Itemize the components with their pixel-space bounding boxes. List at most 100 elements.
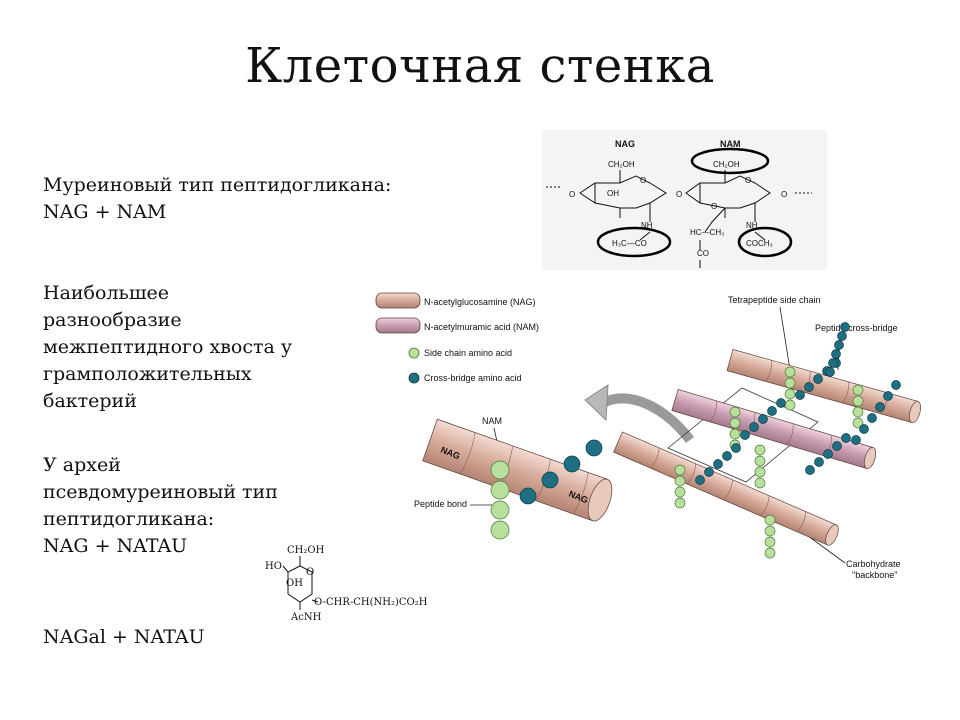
cross-bridge-amino-acid [851, 435, 861, 445]
cross-bridge-amino-acid [713, 459, 723, 469]
text-line: псевдомуреиновый тип [43, 481, 278, 503]
cross-bridge-amino-acid [722, 451, 732, 461]
cross-bridge-amino-acid [834, 340, 844, 350]
side-chain-amino-acid [784, 377, 796, 389]
side-chain-amino-acid [674, 486, 686, 498]
side-chain-amino-acid [729, 428, 741, 440]
text-line: Муреиновый тип пептидогликана: [43, 174, 392, 196]
curved-arrow-head [584, 384, 609, 422]
cross-bridge-amino-acid [758, 414, 768, 424]
tetrapeptide-label: Tetrapeptide side chain [728, 295, 821, 305]
side-chain-amino-acid [852, 395, 864, 407]
side-chain-amino-acid [674, 475, 686, 487]
text-block-murein: Муреиновый тип пептидогликана: NAG + NAM [43, 172, 391, 226]
side-chain-amino-acid [674, 464, 686, 476]
text-line: пептидогликана: [43, 508, 215, 530]
side-chain-amino-acid [764, 536, 776, 548]
backbone-label: "backbone" [852, 570, 897, 580]
text-block-archaea: У архей псевдомуреиновый тип пептидоглик… [43, 452, 278, 560]
side-chain-amino-acid [729, 406, 741, 418]
backbone-label: Carbohydrate [846, 559, 901, 569]
amino-acid-beads [490, 322, 901, 559]
backbone-cylinders [422, 348, 921, 546]
cross-bridge-amino-acid [795, 390, 805, 400]
cross-bridge-legend-dot [408, 372, 420, 384]
text-line: NAG + NAM [43, 201, 167, 223]
side-chain-amino-acid [754, 444, 766, 456]
cross-bridge-amino-acid [767, 406, 777, 416]
cross-bridge-amino-acid [837, 331, 847, 341]
text-block-nagal: NAGal + NATAU [43, 624, 205, 651]
cross-bridge-amino-acid [541, 471, 559, 489]
cross-bridge-amino-acid [883, 391, 893, 401]
side-chain-amino-acid [754, 466, 766, 478]
side-chain-amino-acid [490, 500, 510, 520]
backbone-cylinder [613, 431, 839, 546]
side-chain-amino-acid [784, 399, 796, 411]
nag-legend-swatch [375, 292, 421, 309]
cross-bridge-amino-acid [585, 439, 603, 457]
cross-bridge-amino-acid [867, 413, 877, 423]
cross-bridge-amino-acid [519, 487, 537, 505]
cross-bridge-amino-acid [891, 380, 901, 390]
text-line: У архей [43, 454, 121, 476]
cross-bridge-amino-acid [814, 457, 824, 467]
cross-bridge-legend-label: Cross-bridge amino acid [424, 373, 522, 383]
text-line: грамположительных [43, 363, 252, 385]
nam-diagram-label: NAM [482, 416, 502, 426]
text-line: NAG + NATAU [43, 535, 188, 557]
cross-bridge-amino-acid [841, 433, 851, 443]
side-chain-amino-acid [764, 547, 776, 559]
side-chain-amino-acid [764, 514, 776, 526]
side-chain-amino-acid [490, 460, 510, 480]
cross-bridge-amino-acid [804, 382, 814, 392]
cross-bridge-amino-acid [825, 367, 835, 377]
cross-bridge-amino-acid [832, 441, 842, 451]
side-chain-legend-dot [408, 347, 420, 359]
text-line: разнообразие [43, 309, 182, 331]
cross-bridge-amino-acid [875, 402, 885, 412]
cross-bridge-amino-acid [823, 449, 833, 459]
side-chain-amino-acid [784, 366, 796, 378]
text-block-diversity: Наибольшее разнообразие межпептидного хв… [43, 280, 292, 415]
side-chain-amino-acid [784, 388, 796, 400]
cross-bridge-amino-acid [740, 430, 750, 440]
cross-bridge-amino-acid [831, 349, 841, 359]
side-chain-amino-acid [852, 406, 864, 418]
cross-bridge-amino-acid [695, 475, 705, 485]
cross-bridge-amino-acid [859, 424, 869, 434]
cross-bridge-amino-acid [840, 322, 850, 332]
text-line: NAGal + NATAU [43, 626, 205, 648]
side-chain-amino-acid [490, 480, 510, 500]
cross-bridge-amino-acid [704, 467, 714, 477]
side-chain-amino-acid [754, 477, 766, 489]
side-chain-amino-acid [852, 384, 864, 396]
text-line: бактерий [43, 390, 137, 412]
cross-bridge-label: Peptide cross-bridge [815, 323, 898, 333]
cross-bridge-amino-acid [828, 358, 838, 368]
slide-title: Клеточная стенка [245, 38, 715, 94]
cross-bridge-amino-acid [731, 443, 741, 453]
cross-bridge-amino-acid [805, 465, 815, 475]
side-chain-amino-acid [729, 417, 741, 429]
side-chain-amino-acid [754, 455, 766, 467]
side-chain-amino-acid [764, 525, 776, 537]
peptide-bond-label: Peptide bond [414, 499, 467, 509]
text-line: межпептидного хвоста у [43, 336, 293, 358]
side-chain-legend-label: Side chain amino acid [424, 348, 512, 358]
side-chain-amino-acid [490, 520, 510, 540]
enlarged-backbone-segment [422, 418, 613, 522]
side-chain-amino-acid [674, 497, 686, 509]
nag-legend-label: N-acetylglucosamine (NAG) [424, 297, 536, 307]
nam-legend-label: N-acetylmuramic acid (NAM) [424, 322, 539, 332]
cross-bridge-amino-acid [776, 398, 786, 408]
text-line: Наибольшее [43, 282, 170, 304]
backbone-cylinder [671, 389, 877, 469]
cross-bridge-amino-acid [749, 422, 759, 432]
legend: N-acetylglucosamine (NAG) N-acetylmurami… [375, 292, 539, 384]
cross-bridge-amino-acid [813, 374, 823, 384]
nam-legend-swatch [375, 317, 421, 334]
cross-bridge-amino-acid [563, 455, 581, 473]
side-chain-amino-acid [852, 417, 864, 429]
